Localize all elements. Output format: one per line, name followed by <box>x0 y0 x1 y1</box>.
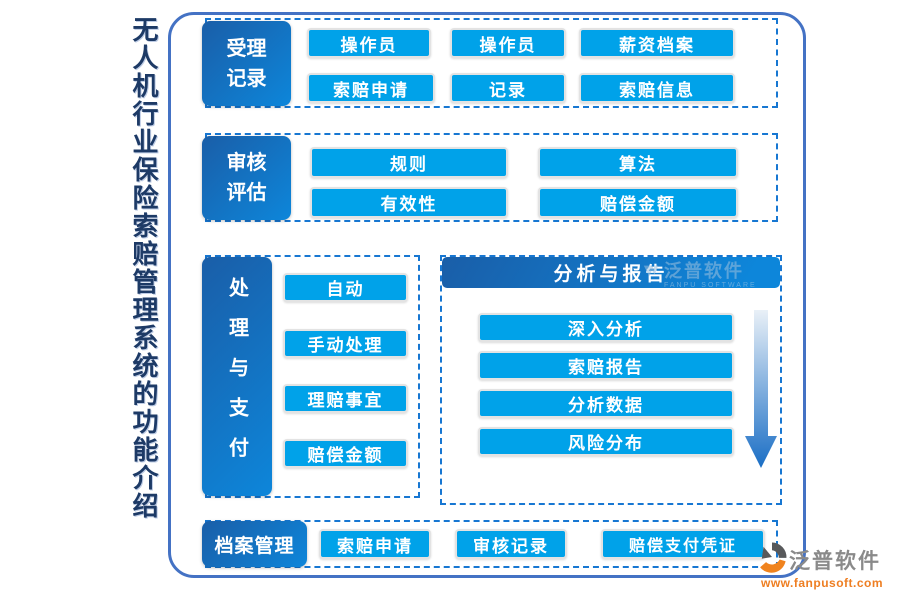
button-operator-1[interactable]: 操作员 <box>307 28 431 58</box>
section-processing-header: 处理与支付 <box>202 257 272 496</box>
logo-text: 泛普软件 <box>789 549 881 573</box>
button-claim-application[interactable]: 索赔申请 <box>307 73 435 103</box>
button-record[interactable]: 记录 <box>450 73 566 103</box>
down-arrow-icon <box>744 308 778 470</box>
website-link[interactable]: www.fanpusoft.com <box>761 576 884 590</box>
button-review-record[interactable]: 审核记录 <box>455 529 567 559</box>
section-analysis <box>440 255 782 505</box>
button-compensation-amount[interactable]: 赔偿金额 <box>538 187 738 218</box>
button-manual-processing[interactable]: 手动处理 <box>283 329 408 358</box>
button-claim-application-archive[interactable]: 索赔申请 <box>319 529 431 559</box>
page-title: 无人机行业保险索赔管理系统的功能介绍 <box>128 16 158 520</box>
button-operator-2[interactable]: 操作员 <box>450 28 566 58</box>
button-algorithm[interactable]: 算法 <box>538 147 738 178</box>
button-payment-voucher[interactable]: 赔偿支付凭证 <box>601 529 765 559</box>
button-rules[interactable]: 规则 <box>310 147 508 178</box>
button-claim-matters[interactable]: 理赔事宜 <box>283 384 408 413</box>
button-claim-report[interactable]: 索赔报告 <box>478 351 734 380</box>
button-compensation-amount-2[interactable]: 赔偿金额 <box>283 439 408 468</box>
section-review-header: 审核评估 <box>202 136 291 220</box>
section-archive-header: 档案管理 <box>202 521 307 567</box>
button-deep-analysis[interactable]: 深入分析 <box>478 313 734 342</box>
fanpu-logo: 泛普软件 www.fanpusoft.com <box>755 540 895 590</box>
button-automatic[interactable]: 自动 <box>283 273 408 302</box>
section-analysis-header: 分析与报告 <box>442 257 780 288</box>
button-risk-distribution[interactable]: 风险分布 <box>478 427 734 456</box>
button-claim-info[interactable]: 索赔信息 <box>579 73 735 103</box>
outer-frame <box>168 12 806 578</box>
button-salary-archive[interactable]: 薪资档案 <box>579 28 735 58</box>
section-acceptance-header: 受理记录 <box>202 21 291 106</box>
button-validity[interactable]: 有效性 <box>310 187 508 218</box>
fanpu-logo-icon <box>755 540 789 579</box>
button-analysis-data[interactable]: 分析数据 <box>478 389 734 418</box>
